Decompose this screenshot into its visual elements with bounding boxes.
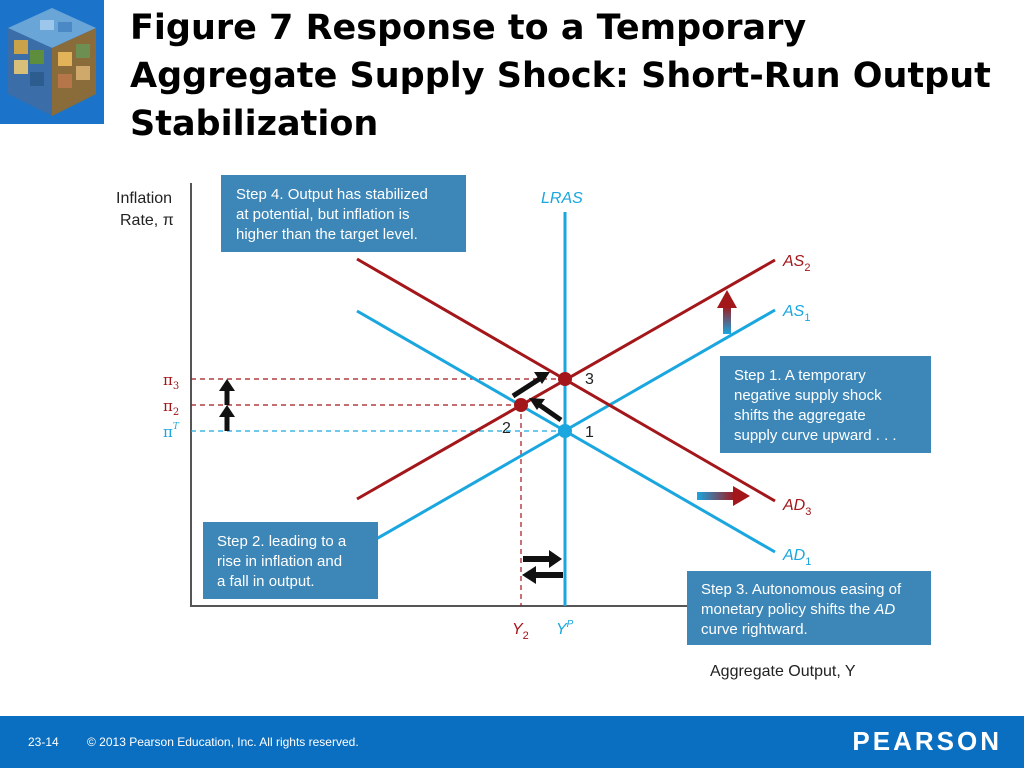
step2-line2: rise in inflation and	[217, 553, 342, 570]
y2-tick-label: Y2	[512, 621, 529, 642]
step4-line1: Step 4. Output has stabilized	[236, 186, 428, 203]
step2-line1: Step 2. leading to a	[217, 533, 347, 550]
step3-line1: Step 3. Autonomous easing of	[701, 581, 902, 598]
step3-line2: monetary policy shifts the AD	[701, 601, 895, 618]
step3-box: Step 3. Autonomous easing of monetary po…	[687, 571, 931, 645]
ad-shift-right-arrow	[697, 486, 750, 506]
pi3-up-arrow	[219, 379, 235, 405]
point-3-label: 3	[585, 371, 594, 388]
logo-cube-image	[0, 0, 104, 124]
ad1-label: AD1	[782, 547, 811, 568]
y-axis-label-line2: Rate, π	[120, 212, 174, 229]
logo-cube	[0, 0, 104, 124]
step1-line1: Step 1. A temporary	[734, 367, 866, 384]
step2-box: Step 2. leading to a rise in inflation a…	[203, 522, 378, 599]
step1-box: Step 1. A temporary negative supply shoc…	[720, 356, 931, 453]
output-right-arrow	[523, 550, 562, 568]
output-left-arrow	[522, 566, 563, 584]
pit-tick-label: πT	[163, 422, 180, 441]
as2-label: AS2	[782, 253, 810, 274]
pi2-tick-label: π2	[163, 397, 179, 418]
copyright-notice: © 2013 Pearson Education, Inc. All right…	[87, 735, 359, 749]
point-1	[558, 424, 572, 438]
pearson-logo: PEARSON	[852, 726, 1002, 756]
step4-line3: higher than the target level.	[236, 226, 418, 243]
step4-box: Step 4. Output has stabilized at potenti…	[221, 175, 466, 252]
footer-bar: 23-14 © 2013 Pearson Education, Inc. All…	[0, 716, 1024, 768]
step2-line3: a fall in output.	[217, 573, 315, 590]
as-shift-up-arrow	[717, 290, 737, 334]
step1-line4: supply curve upward . . .	[734, 427, 897, 444]
arrow-2-to-3	[511, 372, 550, 399]
point-1-label: 1	[585, 424, 594, 441]
point-2-label: 2	[502, 420, 511, 437]
page-number: 23-14	[28, 735, 59, 749]
diagram: Inflation Rate, π Aggregate Output, Y LR…	[116, 175, 931, 680]
ad3-label: AD3	[782, 497, 811, 518]
step1-line3: shifts the aggregate	[734, 407, 866, 424]
y-axis-label-line1: Inflation	[116, 190, 172, 207]
lras-label: LRAS	[541, 190, 583, 207]
pi3-tick-label: π3	[163, 371, 179, 392]
slide-title: Figure 7 Response to a Temporary Aggrega…	[130, 8, 991, 144]
point-2	[514, 398, 528, 412]
pi2-up-arrow	[219, 405, 235, 431]
step3-line3: curve rightward.	[701, 621, 808, 638]
arrow-1-to-2	[529, 398, 563, 423]
yp-tick-label: YP	[556, 619, 574, 638]
step1-line2: negative supply shock	[734, 387, 882, 404]
as1-label: AS1	[782, 303, 810, 324]
x-axis-label: Aggregate Output, Y	[710, 663, 856, 680]
point-3	[558, 372, 572, 386]
step4-line2: at potential, but inflation is	[236, 206, 409, 223]
